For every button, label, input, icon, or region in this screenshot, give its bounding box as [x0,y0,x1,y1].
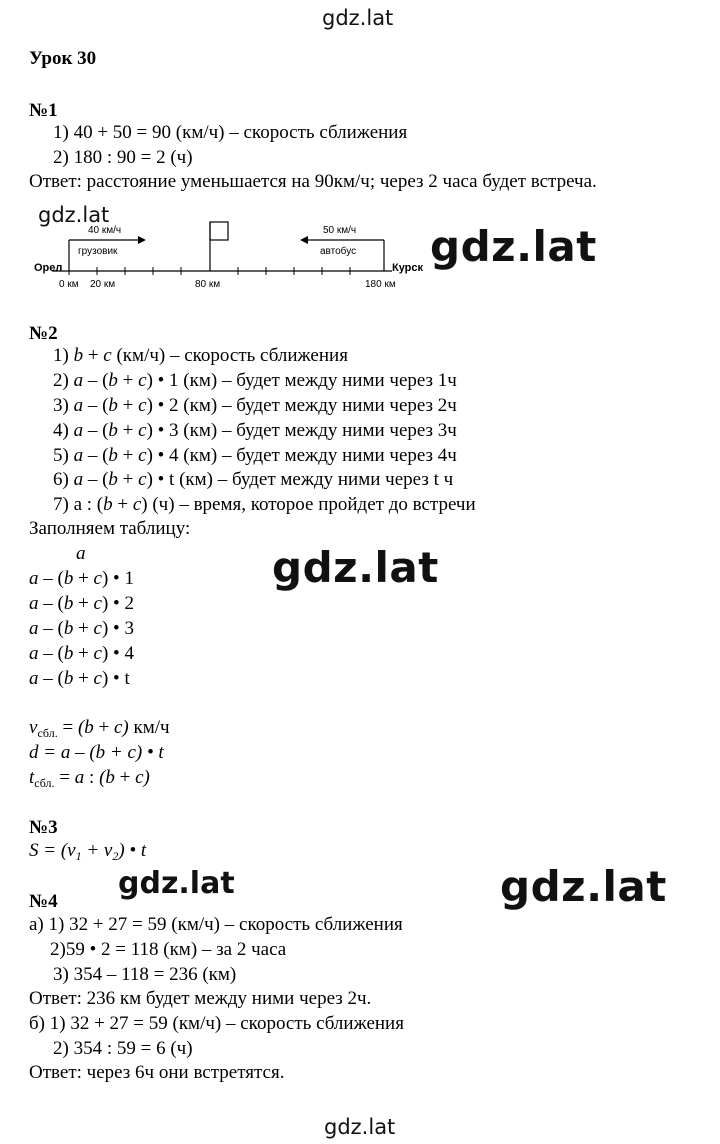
table-cell-2-value: 2 [124,593,134,614]
tick-80: 80 км [195,279,221,290]
truck-speed: 40 км/ч [88,225,122,236]
motion-diagram-lines [52,221,392,275]
tick-0: 0 км [59,279,79,290]
task2-line-6: 6) a – (b + c) • t (км) – будет между ни… [53,469,454,490]
task4-number: №4 [29,891,58,912]
watermark-big-1: gdz.lat [430,222,597,271]
formula-t-approach: tсбл. = a : (b + c) [29,767,150,790]
motion-diagram: 40 км/ч грузовик 50 км/ч автобус Орел Ку… [0,0,720,300]
task4-line-6: 2) 354 : 59 = 6 (ч) [53,1038,193,1059]
table-cell-2: a – (b + c) • 2 [29,593,134,614]
task2-line-3: 3) a – (b + c) • 2 (км) – будет между ни… [53,395,457,416]
tick-180: 180 км [365,279,396,290]
task1-line-2: 2) 180 : 90 = 2 (ч) [53,147,193,168]
task2-line-7: 7) a : (b + c) (ч) – время, которое прой… [53,494,476,515]
task2-line-3-tail: 2 (км) – будет между ними через 2ч [169,395,457,416]
task2-line-2-tail: 1 (км) – будет между ними через 1ч [169,370,457,391]
city-orel: Орел [34,262,63,274]
city-kursk: Курск [392,262,424,274]
fill-table-label: Заполняем таблицу: [29,518,191,539]
task2-line-4-tail: 3 (км) – будет между ними через 3ч [169,420,457,441]
task1-line-1: 1) 40 + 50 = 90 (км/ч) – скорость сближе… [53,122,408,143]
watermark-big-3: gdz.lat [118,866,235,901]
task4-line-2: 2)59 • 2 = 118 (км) – за 2 часа [50,939,287,960]
lesson-title: Урок 30 [29,48,97,69]
table-cell-1-value: 1 [124,568,134,589]
table-cell-1: a – (b + c) • 1 [29,568,134,589]
task2-line-4: 4) a – (b + c) • 3 (км) – будет между ни… [53,420,457,441]
task2-number: №2 [29,323,58,344]
table-cell-a: a [76,543,86,564]
formula-distance: d = a – (b + c) • t [29,742,164,763]
task2-line-7-tail: (ч) – время, которое пройдет до встречи [152,494,476,515]
watermark-diagram: gdz.lat [38,203,110,227]
bus-speed: 50 км/ч [323,225,357,236]
truck-label: грузовик [78,246,118,257]
watermark-bottom: gdz.lat [324,1115,396,1139]
table-cell-4: a – (b + c) • 4 [29,643,134,664]
task4-line-5: б) 1) 32 + 27 = 59 (км/ч) – скорость сбл… [29,1013,404,1034]
task2-line-5-tail: 4 (км) – будет между ними через 4ч [169,445,457,466]
table-cell-4-value: 4 [124,643,134,664]
task4-line-1: а) 1) 32 + 27 = 59 (км/ч) – скорость сбл… [29,914,403,935]
table-cell-3: a – (b + c) • 3 [29,618,134,639]
bus-label: автобус [320,246,357,257]
tick-20: 20 км [90,279,116,290]
task4-answer-b: Ответ: через 6ч они встретятся. [29,1062,285,1083]
task2-line-6-tail: t (км) – будет между ними через t ч [169,469,454,490]
table-cell-t-value: t [124,668,130,689]
formula-v-unit: км/ч [133,717,170,738]
task2-line-1: 1) b + c (км/ч) – скорость сближения [53,345,348,366]
task3-formula: S = (v1 + v2) • t [29,840,147,863]
watermark-big-4: gdz.lat [500,862,667,911]
task3-number: №3 [29,817,58,838]
task1-number: №1 [29,100,58,121]
task4-answer-a: Ответ: 236 км будет между ними через 2ч. [29,988,372,1009]
table-cell-t: a – (b + c) • t [29,668,130,689]
formula-v-approach: vсбл. = (b + c) км/ч [29,717,170,740]
task2-line-2: 2) a – (b + c) • 1 (км) – будет между ни… [53,370,457,391]
task1-answer: Ответ: расстояние уменьшается на 90км/ч;… [29,171,597,192]
table-cell-3-value: 3 [124,618,134,639]
task2-line-5: 5) a – (b + c) • 4 (км) – будет между ни… [53,445,457,466]
watermark-top: gdz.lat [322,6,394,30]
watermark-big-2: gdz.lat [272,543,439,592]
task4-line-3: 3) 354 – 118 = 236 (км) [53,964,237,985]
task2-line-1-tail: (км/ч) – скорость сближения [116,345,348,366]
